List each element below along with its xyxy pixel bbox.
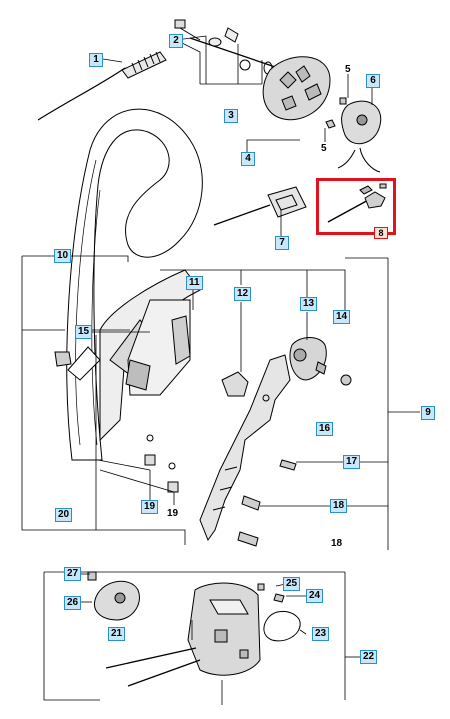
callout-25[interactable]: 25 [283, 577, 301, 591]
handle-tube [66, 108, 203, 461]
callout-3[interactable]: 3 [224, 109, 238, 123]
callout-26[interactable]: 26 [64, 596, 82, 610]
gasket-23 [263, 610, 301, 642]
callout-18[interactable]: 18 [330, 499, 348, 513]
highlight-box [316, 178, 396, 235]
callout-22[interactable]: 22 [360, 650, 378, 664]
screw-18a [241, 495, 261, 511]
handle-bracket [99, 269, 201, 442]
label-5[interactable]: 5 [345, 64, 351, 75]
callout-19[interactable]: 19 [141, 500, 159, 514]
choke-rod-8 [327, 183, 387, 223]
callout-20[interactable]: 20 [55, 508, 73, 522]
label-18b[interactable]: 18 [331, 538, 343, 549]
callout-23[interactable]: 23 [312, 627, 330, 641]
callout-12[interactable]: 12 [234, 287, 252, 301]
screw-17 [279, 459, 297, 471]
throttle-trigger [199, 354, 291, 542]
callout-6[interactable]: 6 [366, 74, 380, 88]
callout-4[interactable]: 4 [241, 152, 255, 166]
callout-14[interactable]: 14 [333, 310, 351, 324]
cable-spring [121, 51, 167, 79]
callout-16[interactable]: 16 [316, 422, 334, 436]
bracket-12 [221, 371, 249, 397]
screw-18b [237, 531, 259, 547]
screw-2 [174, 19, 186, 29]
callout-24[interactable]: 24 [306, 589, 324, 603]
callout-2[interactable]: 2 [169, 34, 183, 48]
switch-housing [337, 100, 382, 173]
callout-8[interactable]: 8 [374, 227, 388, 239]
label-19b[interactable]: 19 [167, 508, 179, 519]
leader-lines [21, 34, 420, 705]
callout-11[interactable]: 11 [186, 276, 203, 290]
callout-15[interactable]: 15 [75, 325, 93, 339]
grommet [54, 351, 72, 367]
switch-unit-21 [93, 580, 140, 621]
gasket-7 [267, 186, 307, 218]
rear-handle-housing [187, 582, 261, 676]
callout-9[interactable]: 9 [421, 406, 435, 420]
callout-17[interactable]: 17 [343, 455, 361, 469]
callout-10[interactable]: 10 [54, 249, 72, 263]
callout-13[interactable]: 13 [300, 297, 318, 311]
throttle-lockout [289, 337, 352, 386]
callout-27[interactable]: 27 [64, 567, 82, 581]
throttle-cable [37, 67, 126, 121]
label-5b[interactable]: 5 [321, 143, 327, 154]
callout-7[interactable]: 7 [275, 236, 289, 250]
callout-1[interactable]: 1 [89, 53, 103, 67]
callout-21[interactable]: 21 [108, 627, 126, 641]
ignition-module [262, 56, 331, 121]
